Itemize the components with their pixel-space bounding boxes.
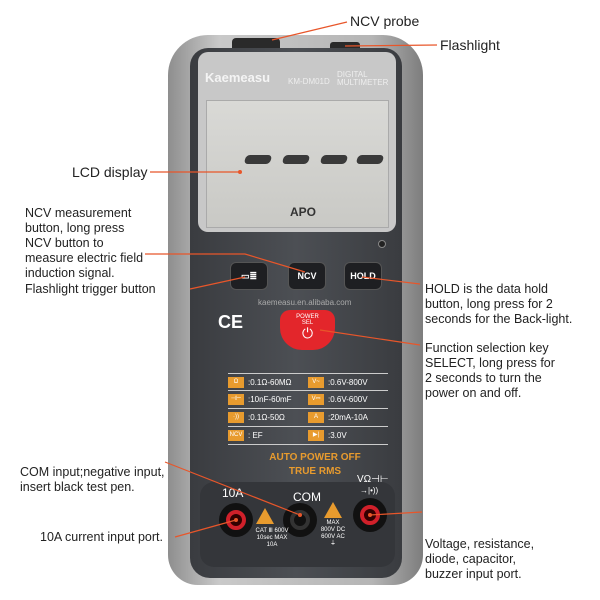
lcd-dash bbox=[355, 155, 385, 164]
label-ncv-probe: NCV probe bbox=[350, 13, 420, 29]
label-com: COM input;negative input,insert black te… bbox=[20, 465, 165, 494]
spec-value: :0.6V-800V bbox=[328, 377, 368, 387]
spec-value: :20mA-10A bbox=[328, 413, 369, 422]
brand-logo: Kaemeasu bbox=[205, 70, 271, 85]
label-flashlight-button: Flashlight trigger button bbox=[25, 282, 156, 296]
jack-label-com: COM bbox=[293, 490, 321, 504]
hold-button[interactable]: HOLD bbox=[344, 262, 382, 290]
flashlight-lens bbox=[330, 42, 360, 52]
power-icon: ⏻ bbox=[301, 325, 314, 341]
label-10a: 10A current input port. bbox=[40, 530, 163, 544]
buzzer-icon: ·)) bbox=[228, 412, 244, 423]
jack-label-10a: 10A bbox=[222, 486, 244, 500]
warning-icon bbox=[324, 502, 342, 518]
website: kaemeasu.en.alibaba.com bbox=[258, 298, 352, 307]
jack-label-voltage: VΩ⊣⊢ bbox=[357, 474, 389, 485]
select-label: SEL bbox=[301, 320, 314, 326]
warning-icon bbox=[256, 508, 274, 524]
flashlight-button[interactable]: ▭≣ bbox=[230, 262, 268, 290]
spec-value: :0.6V-600V bbox=[328, 395, 368, 404]
lcd-dash bbox=[319, 155, 349, 164]
resistance-icon: Ω bbox=[228, 376, 244, 388]
lcd-dash bbox=[281, 155, 311, 164]
spec-value: : EF bbox=[248, 431, 263, 440]
ce-mark: CE bbox=[218, 312, 244, 332]
lcd-apo: APO bbox=[290, 205, 317, 219]
ncv-button[interactable]: NCV bbox=[288, 262, 326, 290]
light-sensor bbox=[378, 240, 386, 248]
jack-10a[interactable] bbox=[219, 503, 253, 537]
label-voltage: Voltage, resistance,diode, capacitor,buz… bbox=[425, 537, 535, 581]
label-lcd: LCD display bbox=[72, 164, 148, 180]
dc-voltage-icon: V⎓ bbox=[308, 394, 324, 405]
lcd-dash bbox=[243, 155, 273, 164]
ncv-icon: NCV bbox=[228, 430, 244, 441]
spec-value: :0.1Ω-60MΩ bbox=[248, 377, 292, 387]
current-icon: A bbox=[308, 412, 324, 423]
spec-table: Ω :0.1Ω-60MΩ V~ :0.6V-800V ⊣⊢ :10nF-60mF V⎓ :0… bbox=[228, 373, 388, 445]
label-flashlight: Flashlight bbox=[440, 37, 500, 53]
jack-label-diode: →|•)) bbox=[360, 486, 379, 495]
power-select-button[interactable]: POWER SEL ⏻ bbox=[280, 310, 335, 350]
lcd-display bbox=[206, 100, 389, 228]
power-label: POWER bbox=[296, 314, 319, 320]
diode-icon: ▶| bbox=[308, 430, 324, 441]
spec-value: :3.0V bbox=[328, 431, 347, 440]
spec-value: :0.1Ω-50Ω bbox=[248, 413, 285, 422]
ac-voltage-icon: V~ bbox=[308, 376, 324, 388]
jack-voltage[interactable] bbox=[353, 498, 387, 532]
capacitor-icon: ⊣⊢ bbox=[228, 394, 244, 405]
spec-value: :10nF-60mF bbox=[248, 395, 292, 404]
model-number: KM-DM01D bbox=[288, 77, 330, 86]
